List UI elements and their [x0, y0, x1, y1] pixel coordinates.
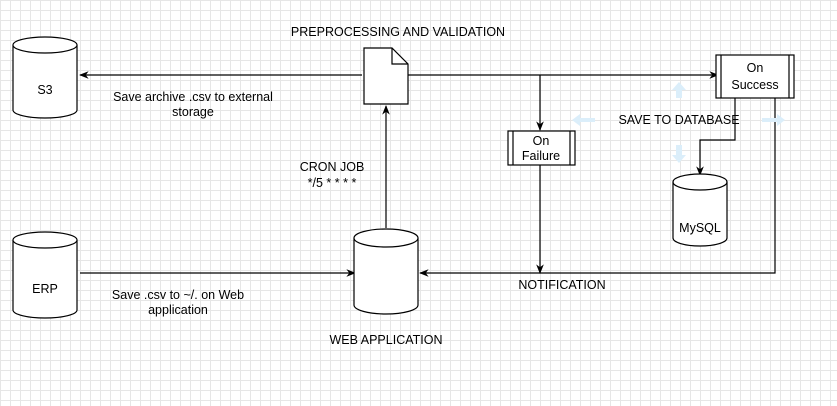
- on-success-label-line2: Success: [731, 78, 778, 92]
- node-erp[interactable]: [12, 231, 78, 319]
- hint-arrow-left-icon: [572, 114, 595, 126]
- hint-arrow-right-icon: [762, 114, 785, 126]
- erp-label: ERP: [32, 282, 58, 296]
- save-csv-label-line2: application: [148, 303, 208, 317]
- cron-job-label-line2: */5 * * * *: [308, 176, 357, 190]
- node-mysql[interactable]: [672, 173, 728, 247]
- preprocessing-title: PREPROCESSING AND VALIDATION: [291, 25, 505, 39]
- on-failure-label-line2: Failure: [522, 149, 560, 163]
- hint-arrow-down-icon: [672, 145, 686, 163]
- cron-job-label-line1: CRON JOB: [300, 160, 365, 174]
- hint-arrows: [572, 82, 785, 163]
- on-failure-label-line1: On: [533, 134, 550, 148]
- notification-label: NOTIFICATION: [518, 278, 605, 292]
- on-success-label-line1: On: [747, 61, 764, 75]
- save-archive-label-line1: Save archive .csv to external: [113, 90, 273, 104]
- node-on-success[interactable]: [715, 54, 795, 99]
- edge-on-success-to-webapp: [419, 98, 776, 277]
- node-on-failure[interactable]: [507, 130, 576, 166]
- node-web-application[interactable]: [353, 228, 419, 315]
- edges: [79, 71, 776, 277]
- save-to-database-label: SAVE TO DATABASE: [618, 113, 739, 127]
- save-archive-label-line2: storage: [172, 105, 214, 119]
- hint-arrow-up-icon: [672, 82, 686, 98]
- node-s3[interactable]: [12, 36, 78, 119]
- edge-on-success-to-mysql: [696, 98, 736, 176]
- node-preprocessing-document[interactable]: [363, 47, 409, 105]
- mysql-label: MySQL: [679, 221, 721, 235]
- web-application-label: WEB APPLICATION: [330, 333, 443, 347]
- s3-label: S3: [37, 83, 52, 97]
- save-csv-label-line1: Save .csv to ~/. on Web: [112, 288, 244, 302]
